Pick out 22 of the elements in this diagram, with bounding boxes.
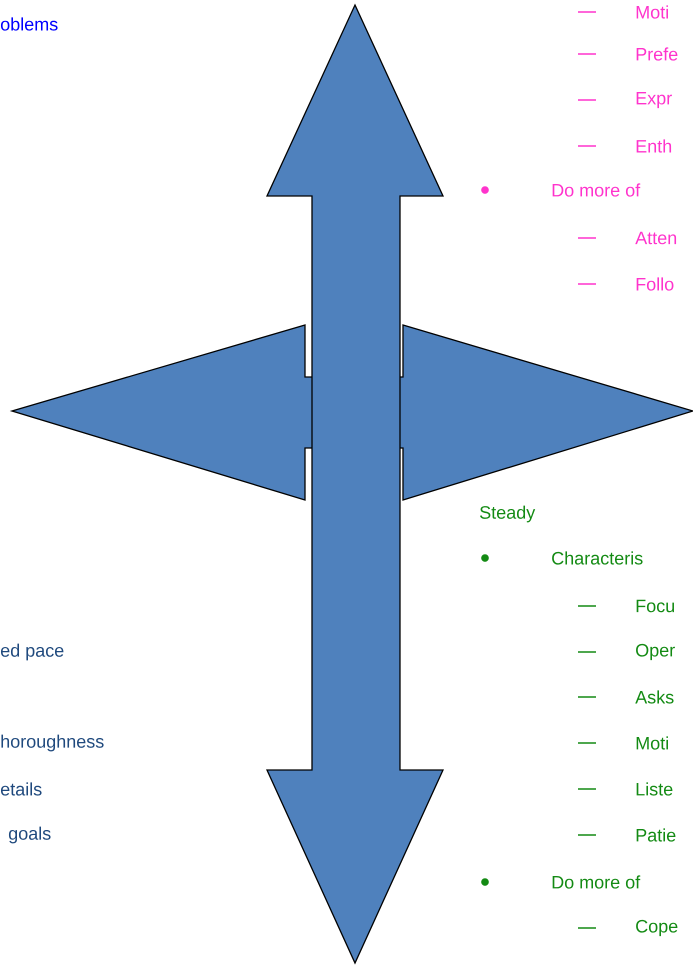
list-text: Focu: [636, 600, 674, 612]
list-text: Steady: [480, 506, 536, 522]
list-text: Do more of: [552, 183, 640, 197]
list-text: Oper: [636, 644, 675, 660]
list-text: Enth: [636, 139, 672, 153]
list-text: horoughness: [1, 734, 104, 752]
list-text: goals: [8, 826, 51, 844]
list-text: Patie: [636, 828, 676, 842]
list-text: Moti: [636, 736, 668, 750]
list-text: Asks: [635, 690, 674, 704]
list-text: Do more of: [552, 875, 640, 889]
list-text: Atten: [635, 232, 676, 244]
list-text: etails: [0, 782, 42, 796]
list-text: ed pace: [0, 644, 64, 660]
list-text: oblems: [0, 17, 58, 31]
list-text: Characteris: [552, 551, 643, 565]
list-text: Moti: [636, 5, 668, 19]
list-text: Cope: [636, 920, 678, 936]
list-text: Expr: [636, 92, 672, 108]
list-text: Liste: [636, 782, 672, 796]
list-text: Prefe: [636, 47, 678, 61]
list-text: Follo: [636, 277, 674, 291]
